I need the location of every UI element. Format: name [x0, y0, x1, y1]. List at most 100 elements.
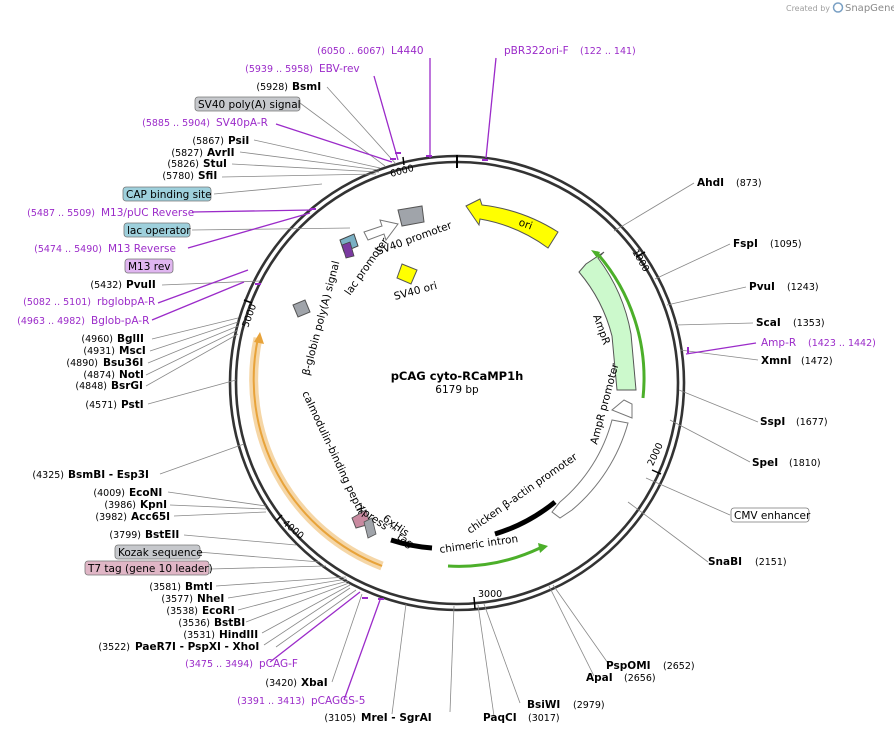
m13-rev-feature[interactable] [341, 241, 355, 259]
svg-text:lac operator: lac operator [127, 225, 191, 237]
primer-rbglobpa-r[interactable]: rbglobpA-R [97, 296, 155, 308]
ampr-promoter-feature[interactable] [611, 399, 633, 419]
sv40-ori-block[interactable] [397, 205, 425, 227]
svg-text:CMV enhancer: CMV enhancer [734, 510, 811, 522]
site-pvuii[interactable]: PvuII [126, 279, 156, 291]
site-xmni[interactable]: XmnI [761, 355, 791, 367]
primer-m13-puc-reverse[interactable]: M13/pUC Reverse [101, 207, 194, 219]
site-avrii[interactable]: AvrII [207, 147, 235, 159]
svg-text:(3522): (3522) [98, 642, 130, 653]
site-bstbi[interactable]: BstBI [214, 617, 245, 629]
site-psii[interactable]: PsiI [228, 135, 249, 147]
primer-pcag-f[interactable]: pCAG-F [259, 658, 298, 670]
primer-pbr322ori-f[interactable]: pBR322ori-F [504, 45, 569, 57]
svg-text:(5432): (5432) [90, 280, 122, 291]
site-kpni[interactable]: KpnI [140, 499, 167, 511]
credit-brand: SnapGene [845, 3, 894, 14]
site-psti[interactable]: PstI [121, 399, 144, 411]
svg-text:(4325): (4325) [32, 470, 64, 481]
primer-m13-reverse[interactable]: M13 Reverse [108, 243, 176, 255]
beta-globin-polya-feature[interactable] [292, 299, 311, 318]
site-noti[interactable]: NotI [119, 369, 144, 381]
site-spei[interactable]: SpeI [752, 457, 778, 469]
his-tag-feature[interactable] [363, 517, 377, 539]
ampr-feature[interactable] [578, 251, 637, 391]
tick-3000: 3000 [478, 589, 502, 600]
site-mrei-sgrai[interactable]: MreI - SgrAI [361, 712, 432, 724]
chimeric-intron-label: chimeric intron [439, 533, 519, 556]
site-pvui[interactable]: PvuI [749, 281, 775, 293]
site-sspi[interactable]: SspI [760, 416, 785, 428]
svg-text:(1472): (1472) [801, 356, 833, 367]
site-fspi[interactable]: FspI [733, 238, 758, 250]
svg-text:(3475 .. 3494): (3475 .. 3494) [185, 659, 253, 670]
site-acc65i[interactable]: Acc65I [131, 511, 170, 523]
site-bsrgi[interactable]: BsrGI [111, 380, 143, 392]
sv40-promoter-feature[interactable] [363, 219, 399, 242]
site-pspomi[interactable]: PspOMI [606, 660, 651, 672]
svg-text:(3986): (3986) [104, 500, 136, 511]
box-cmv-enhancer[interactable] [730, 507, 810, 523]
primer-lines [151, 57, 757, 701]
site-bmti[interactable]: BmtI [185, 581, 213, 593]
box-m13-rev[interactable] [124, 258, 174, 274]
plasmid-name: pCAG cyto-RCaMP1h [391, 369, 524, 383]
site-msci[interactable]: MscI [119, 345, 146, 357]
svg-text:(5827): (5827) [171, 148, 203, 159]
site-xbai[interactable]: XbaI [301, 677, 328, 689]
box-cap-binding-site[interactable] [122, 186, 212, 202]
box-sv40-polya[interactable] [194, 96, 301, 112]
svg-text:(2979): (2979) [573, 700, 605, 711]
sv40-ori-feature[interactable] [396, 263, 418, 285]
site-nhei[interactable]: NheI [197, 593, 224, 605]
site-econi[interactable]: EcoNI [129, 487, 162, 499]
site-hindiii[interactable]: HindIII [219, 629, 258, 641]
site-ahdi[interactable]: AhdI [697, 177, 724, 189]
svg-text:(4890): (4890) [66, 358, 98, 369]
site-sfii[interactable]: SfiI [198, 170, 217, 182]
site-paqci[interactable]: PaqCI [483, 712, 517, 724]
svg-text:(3420): (3420) [265, 678, 297, 689]
plasmid-length: 6179 bp [435, 384, 479, 396]
site-stui[interactable]: StuI [203, 158, 227, 170]
primer-ebv-rev[interactable]: EBV-rev [319, 63, 360, 75]
site-ecori[interactable]: EcoRI [202, 605, 235, 617]
site-snabi[interactable]: SnaBI [708, 556, 742, 568]
svg-text:(3391 .. 3413): (3391 .. 3413) [237, 696, 305, 707]
box-kozak-sequence[interactable] [114, 544, 201, 560]
site-paer7i-pspxi-xhoi[interactable]: PaeR7I - PspXI - XhoI [135, 641, 259, 653]
box-t7-tag[interactable] [84, 560, 210, 576]
svg-text:CAP binding site: CAP binding site [126, 189, 212, 201]
primer-sv40pa-r[interactable]: SV40pA-R [216, 117, 268, 129]
site-bsu36i[interactable]: Bsu36I [103, 357, 143, 369]
svg-text:(1677): (1677) [796, 417, 828, 428]
svg-text:(1243): (1243) [787, 282, 819, 293]
site-apai[interactable]: ApaI [586, 672, 613, 684]
cba-promoter-feature[interactable] [551, 419, 629, 519]
site-bsmi[interactable]: BsmI [292, 81, 321, 93]
cbp-arc[interactable] [252, 337, 383, 567]
right-enzyme-labels: AhdI (873) FspI (1095) PvuI (1243) ScaI … [483, 177, 833, 724]
site-bsteii[interactable]: BstEII [145, 529, 179, 541]
intron-green-arrowhead [538, 543, 548, 553]
feature-box-labels: SV40 poly(A) signal CAP binding site lac… [84, 96, 811, 576]
primer-pcaggs-5[interactable]: pCAGGS-5 [311, 695, 365, 707]
svg-text:(1810): (1810) [789, 458, 821, 469]
svg-text:(4848): (4848) [75, 381, 107, 392]
site-bglii[interactable]: BglII [117, 333, 144, 345]
site-bsiwi[interactable]: BsiWI [527, 699, 560, 711]
svg-text:(3577): (3577) [161, 594, 193, 605]
svg-text:(4874): (4874) [83, 370, 115, 381]
ori-feature[interactable] [465, 198, 559, 249]
left-leader-lines [145, 86, 407, 715]
primer-amp-r[interactable]: Amp-R [761, 337, 796, 349]
box-lac-operator[interactable] [123, 222, 191, 238]
svg-text:(2151): (2151) [755, 557, 787, 568]
primer-l4440[interactable]: L4440 [391, 45, 424, 57]
site-scai[interactable]: ScaI [756, 317, 781, 329]
svg-text:(6050 .. 6067): (6050 .. 6067) [317, 46, 385, 57]
svg-text:M13 rev: M13 rev [128, 261, 171, 273]
site-bsmbi-esp3i[interactable]: BsmBI - Esp3I [68, 469, 149, 481]
primer-bglob-pa-r[interactable]: Bglob-pA-R [91, 315, 149, 327]
